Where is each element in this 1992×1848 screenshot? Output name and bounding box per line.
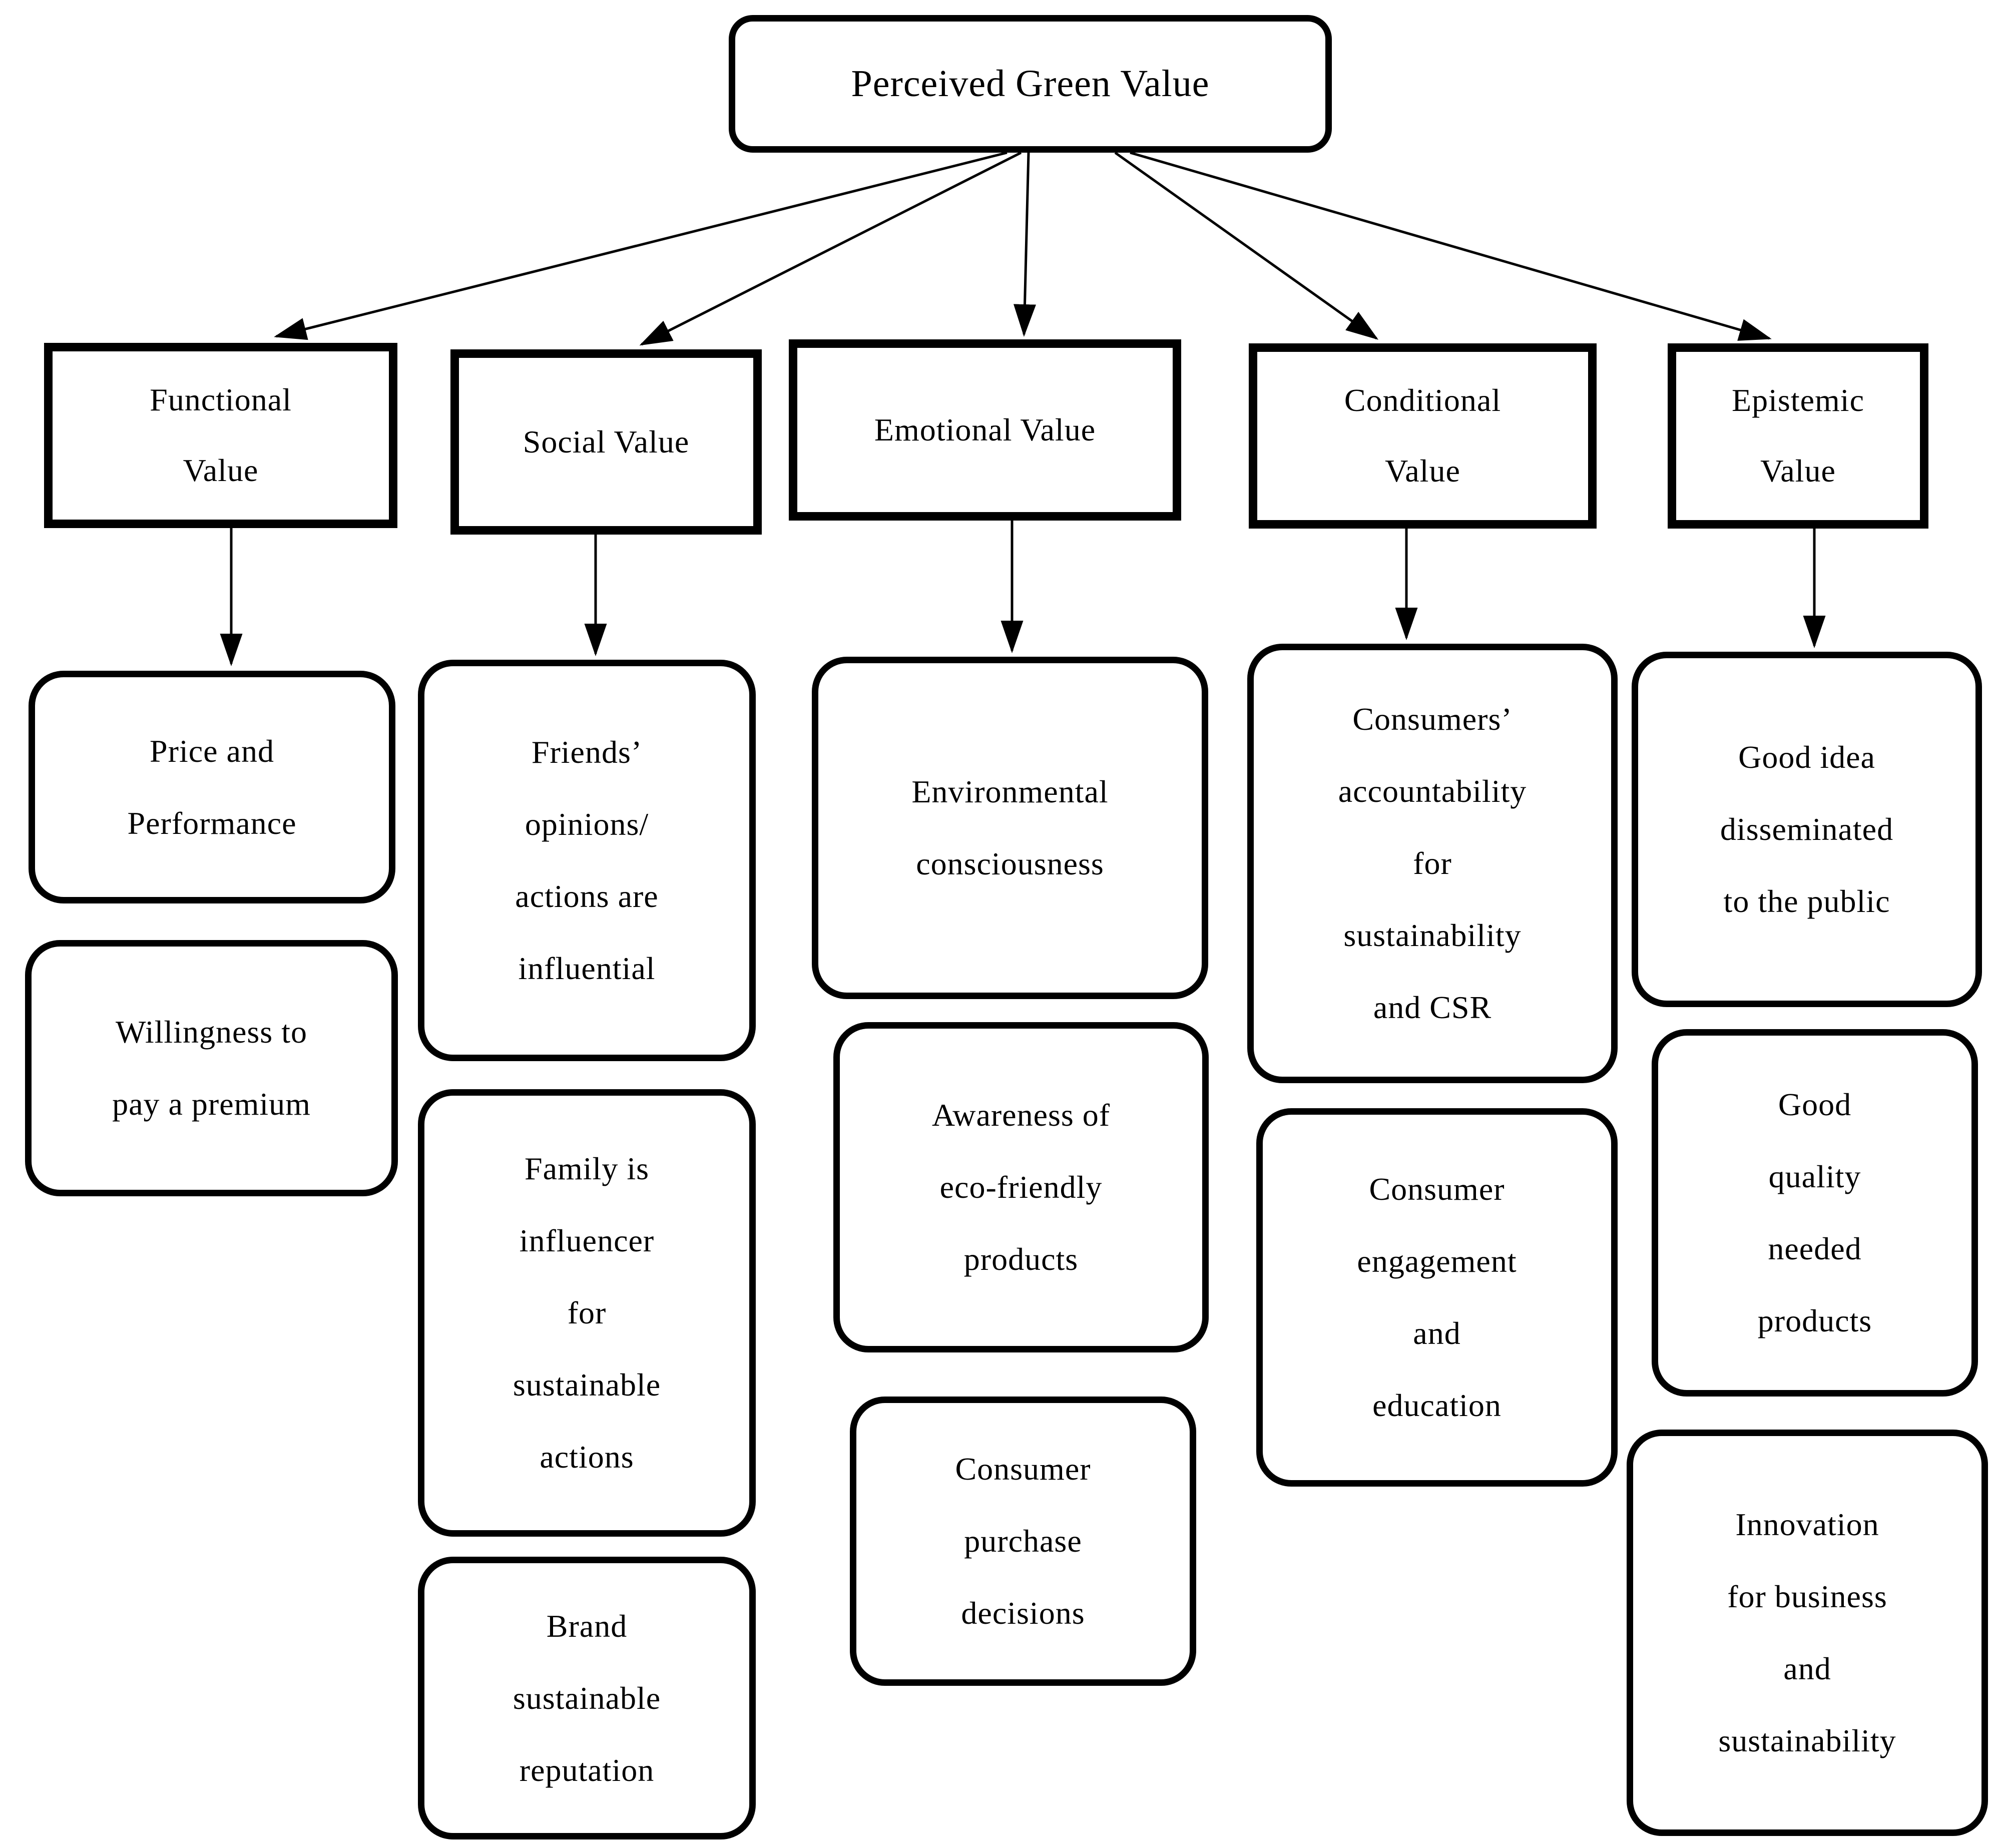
node-label: Epistemic Value (1732, 382, 1864, 489)
node-innovation-business-sustainability: Innovation for business and sustainabili… (1627, 1430, 1988, 1836)
node-functional-value: Functional Value (44, 343, 397, 528)
node-label: Consumers’ accountability for sustainabi… (1338, 701, 1527, 1025)
node-consumer-purchase-decisions: Consumer purchase decisions (850, 1397, 1196, 1686)
node-consumers-accountability-csr: Consumers’ accountability for sustainabi… (1247, 644, 1618, 1083)
node-environmental-consciousness: Environmental consciousness (812, 657, 1208, 999)
node-label: Consumer engagement and education (1357, 1171, 1517, 1423)
arrow-root-to-functional (274, 151, 1008, 340)
node-label: Brand sustainable reputation (513, 1608, 661, 1788)
node-price-and-performance: Price and Performance (29, 671, 395, 903)
node-emotional-value: Emotional Value (789, 339, 1181, 521)
node-label: Conditional Value (1344, 382, 1502, 489)
node-consumer-engagement-education: Consumer engagement and education (1256, 1108, 1618, 1487)
node-label: Consumer purchase decisions (955, 1451, 1091, 1631)
node-label: Good quality needed products (1757, 1087, 1872, 1338)
node-social-value: Social Value (450, 349, 762, 535)
node-perceived-green-value: Perceived Green Value (729, 15, 1332, 153)
node-conditional-value: Conditional Value (1249, 343, 1597, 529)
node-label: Environmental consciousness (911, 774, 1109, 881)
node-label: Good idea disseminated to the public (1720, 739, 1894, 919)
arrow-root-to-emotional (1013, 152, 1036, 337)
node-label: Functional Value (150, 382, 292, 488)
node-brand-sustainable-reputation: Brand sustainable reputation (418, 1557, 756, 1839)
node-willingness-to-pay-premium: Willingness to pay a premium (25, 940, 398, 1196)
node-label: Emotional Value (874, 411, 1096, 447)
node-label: Social Value (523, 423, 690, 459)
node-awareness-eco-friendly-products: Awareness of eco-friendly products (833, 1022, 1209, 1352)
node-label: Friends’ opinions/ actions are influenti… (515, 734, 659, 986)
node-label: Family is influencer for sustainable act… (513, 1151, 661, 1475)
node-label: Willingness to pay a premium (112, 1014, 311, 1122)
node-label: Awareness of eco-friendly products (931, 1097, 1111, 1277)
arrow-root-to-social (639, 151, 1022, 346)
node-family-influencer-sustainable: Family is influencer for sustainable act… (418, 1089, 756, 1537)
arrow-root-to-conditional (1114, 151, 1379, 340)
node-label: Innovation for business and sustainabili… (1718, 1507, 1896, 1758)
node-label: Perceived Green Value (851, 63, 1210, 105)
node-label: Price and Performance (127, 733, 297, 841)
arrow-root-to-epistemic (1130, 151, 1772, 341)
node-good-quality-needed-products: Good quality needed products (1652, 1029, 1978, 1397)
node-good-idea-disseminated: Good idea disseminated to the public (1632, 652, 1982, 1007)
node-friends-opinions-influential: Friends’ opinions/ actions are influenti… (418, 660, 756, 1061)
node-epistemic-value: Epistemic Value (1668, 343, 1928, 529)
